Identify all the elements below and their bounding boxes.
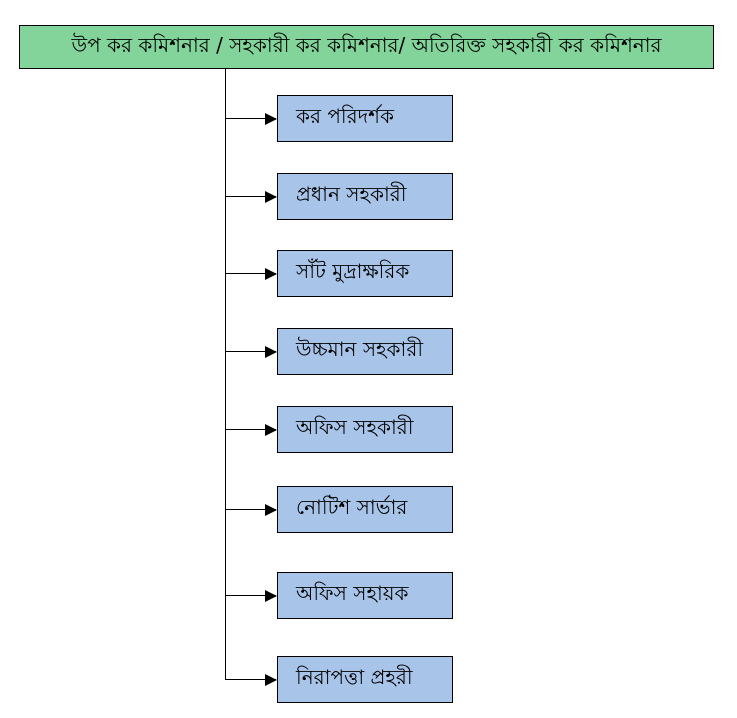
branch-connector: [226, 429, 276, 430]
branch-connector: [226, 273, 276, 274]
branch-connector: [226, 509, 276, 510]
branch-connector: [226, 196, 276, 197]
root-node: উপ কর কমিশনার / সহকারী কর কমিশনার/ অতিরি…: [19, 25, 714, 69]
child-node-label: প্রধান সহকারী: [296, 182, 407, 206]
arrow-right-icon: [265, 504, 277, 516]
child-node-label: সাঁট মুদ্রাক্ষরিক: [296, 259, 410, 283]
child-node: উচ্চমান সহকারী: [277, 328, 453, 375]
arrow-right-icon: [265, 113, 277, 125]
arrow-right-icon: [265, 424, 277, 436]
child-node-label: কর পরিদর্শক: [296, 104, 394, 128]
arrow-right-icon: [265, 191, 277, 203]
child-node: নিরাপত্তা প্রহরী: [277, 656, 453, 703]
arrow-right-icon: [265, 346, 277, 358]
child-node-label: অফিস সহকারী: [296, 415, 414, 439]
branch-connector: [226, 118, 276, 119]
child-node-label: অফিস সহায়ক: [296, 581, 409, 605]
branch-connector: [226, 351, 276, 352]
branch-connector: [226, 679, 276, 680]
child-node: কর পরিদর্শক: [277, 95, 453, 142]
root-node-label: উপ কর কমিশনার / সহকারী কর কমিশনার/ অতিরি…: [71, 32, 662, 57]
child-node: অফিস সহায়ক: [277, 572, 453, 619]
child-node-label: উচ্চমান সহকারী: [296, 337, 424, 361]
child-node: নোটিশ সার্ভার: [277, 486, 453, 533]
child-node-label: নিরাপত্তা প্রহরী: [296, 665, 413, 689]
child-node-label: নোটিশ সার্ভার: [296, 495, 408, 519]
branch-connector: [226, 595, 276, 596]
arrow-right-icon: [265, 674, 277, 686]
trunk-connector: [225, 69, 226, 680]
child-node: প্রধান সহকারী: [277, 173, 453, 220]
child-node: অফিস সহকারী: [277, 406, 453, 453]
arrow-right-icon: [265, 268, 277, 280]
arrow-right-icon: [265, 590, 277, 602]
child-node: সাঁট মুদ্রাক্ষরিক: [277, 250, 453, 297]
